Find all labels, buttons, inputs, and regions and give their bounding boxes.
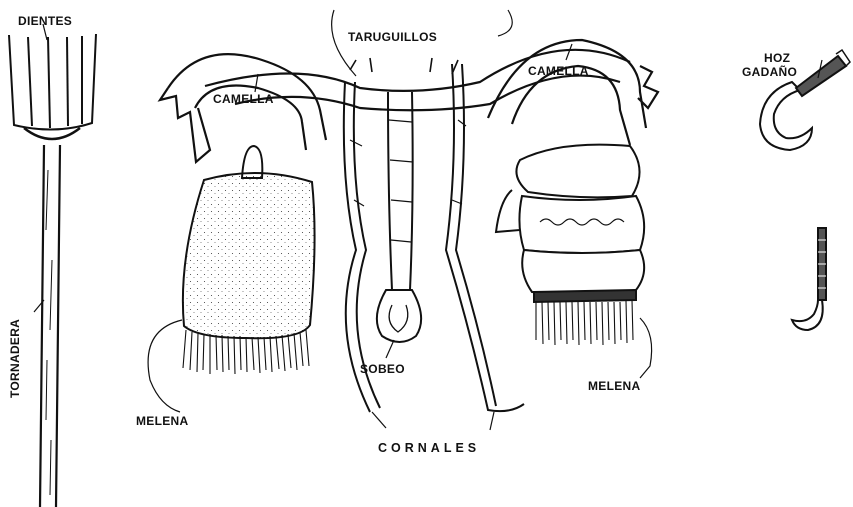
sobeo-band-cross: [389, 120, 413, 242]
gadano-label: GADAÑO: [742, 65, 797, 79]
hook-blade: [792, 300, 823, 330]
camella-left-label: CAMELLA: [213, 92, 274, 106]
cornales-straps: [344, 64, 524, 412]
cornales-label: CORNALES: [378, 441, 480, 455]
fork-tines: [9, 34, 96, 130]
handle-grain: [46, 170, 52, 495]
melena-left-leader: [148, 320, 182, 412]
roll-fold: [496, 190, 522, 232]
roll-bottom: [522, 250, 644, 295]
left-arch-end: [160, 88, 210, 162]
camella-right-label: CAMELLA: [528, 64, 589, 78]
tornadera-label: TORNADERA: [8, 319, 22, 398]
dientes-label: DIENTES: [18, 14, 72, 28]
melena-right-label: MELENA: [588, 379, 640, 393]
hoz-label: HOZ: [764, 51, 790, 65]
roll-fringe: [536, 300, 633, 345]
roll-band: [534, 290, 636, 302]
strap-left-inner: [354, 82, 380, 408]
tornadera-pitchfork: [9, 34, 96, 507]
sobeo-strap: [377, 92, 421, 342]
melena-left-pad: [183, 146, 315, 374]
strap-twist: [350, 120, 466, 206]
melena-right-pad: [496, 145, 644, 345]
sobeo-leader: [386, 340, 394, 358]
sobeo-knot: [377, 290, 421, 342]
right-arch-end: [638, 66, 658, 108]
roll-top: [516, 145, 639, 198]
cornales-leader-left: [372, 412, 386, 428]
yoke-knots: [350, 58, 458, 74]
melena-right-leader: [640, 318, 652, 378]
pad-body: [183, 173, 315, 338]
melena-left-label: MELENA: [136, 414, 188, 428]
gadano-hook: [792, 228, 826, 330]
sobeo-label: SOBEO: [360, 362, 405, 376]
cornales-leader-right: [490, 412, 494, 430]
taruguillos-label: TARUGUILLOS: [348, 30, 437, 44]
camella-right-leader: [566, 44, 572, 60]
sobeo-band-left: [388, 92, 392, 290]
